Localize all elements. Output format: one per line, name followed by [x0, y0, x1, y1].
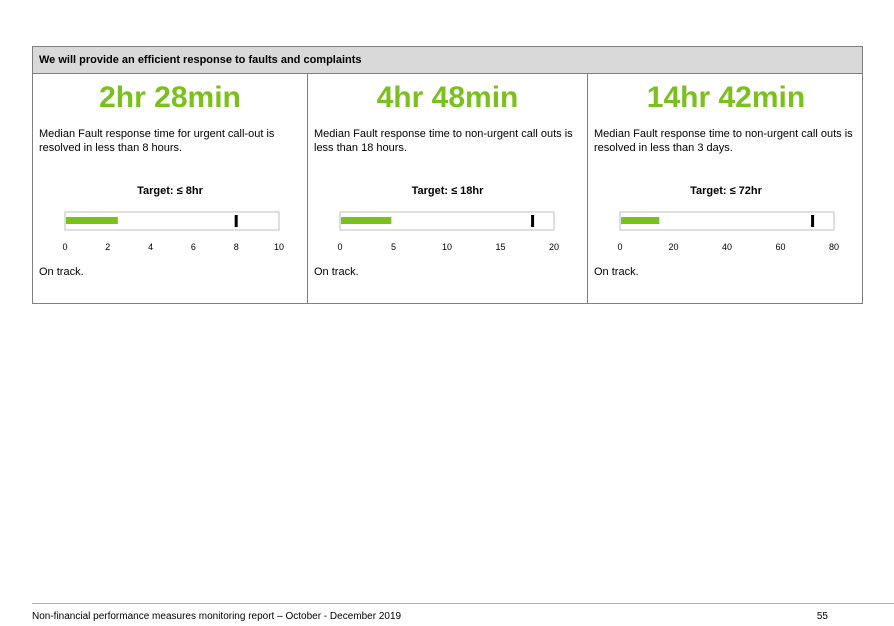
target-label: Target: ≤ 18hr [411, 185, 484, 197]
bullet-chart-svg: 0 2 4 6 8 10 [62, 211, 284, 252]
target-marker [234, 215, 238, 227]
axis-tick-label: 0 [337, 242, 342, 252]
axis-tick-label: 20 [549, 242, 559, 252]
axis-tick-label: 4 [148, 242, 153, 252]
target-marker [811, 215, 815, 227]
bullet-chart-svg: 0 5 10 15 20 [337, 211, 559, 252]
panel-header: We will provide an efficient response to… [33, 47, 862, 74]
target-label: Target: ≤ 72hr [690, 185, 762, 197]
measure-non-urgent-18hr: 4hr 48min Median Fault response time to … [307, 74, 587, 303]
actual-value-bar [341, 217, 392, 224]
axis-tick-label: 20 [668, 242, 678, 252]
axis-tick-label: 0 [62, 242, 67, 252]
axis-tick-label: 10 [442, 242, 452, 252]
footer-report-title: Non-financial performance measures monit… [32, 611, 402, 622]
page-number: 55 [816, 611, 828, 622]
actual-value-bar [66, 217, 118, 224]
measure-urgent-callout: 2hr 28min Median Fault response time for… [33, 74, 307, 303]
bullet-chart: 0 5 10 15 20 [308, 204, 582, 254]
performance-panel: We will provide an efficient response to… [32, 46, 863, 304]
axis-tick-label: 0 [617, 242, 622, 252]
axis-tick-label: 8 [234, 242, 239, 252]
target-label: Target: ≤ 8hr [137, 185, 203, 197]
axis-tick-label: 80 [829, 242, 839, 252]
measure-value: 14hr 42min [646, 81, 806, 114]
axis-tick-label: 5 [391, 242, 396, 252]
axis-tick-label: 40 [722, 242, 732, 252]
axis-tick-label: 60 [775, 242, 785, 252]
measure-value: 4hr 48min [376, 81, 519, 114]
measure-non-urgent-3days: 14hr 42min Median Fault response time to… [587, 74, 864, 303]
measure-description: Median Fault response time to non-urgent… [314, 128, 573, 154]
axis-tick-label: 6 [191, 242, 196, 252]
footer-divider [32, 603, 894, 604]
status-text: On track. [594, 266, 639, 278]
axis-tick-label: 15 [495, 242, 505, 252]
bullet-chart: 0 20 40 60 80 [588, 204, 862, 254]
gauge-track [619, 211, 835, 231]
measure-description: Median Fault response time for urgent ca… [39, 128, 275, 154]
measure-description: Median Fault response time to non-urgent… [594, 128, 853, 154]
gauge-track [64, 211, 280, 231]
status-text: On track. [39, 266, 84, 278]
bullet-chart-svg: 0 20 40 60 80 [617, 211, 839, 252]
measure-value: 2hr 28min [99, 81, 241, 114]
bullet-chart: 0 2 4 6 8 10 [33, 204, 307, 254]
axis-tick-label: 2 [105, 242, 110, 252]
actual-value-bar [621, 217, 660, 224]
axis-tick-label: 10 [274, 242, 284, 252]
target-marker [531, 215, 535, 227]
status-text: On track. [314, 266, 359, 278]
gauge-track [339, 211, 555, 231]
